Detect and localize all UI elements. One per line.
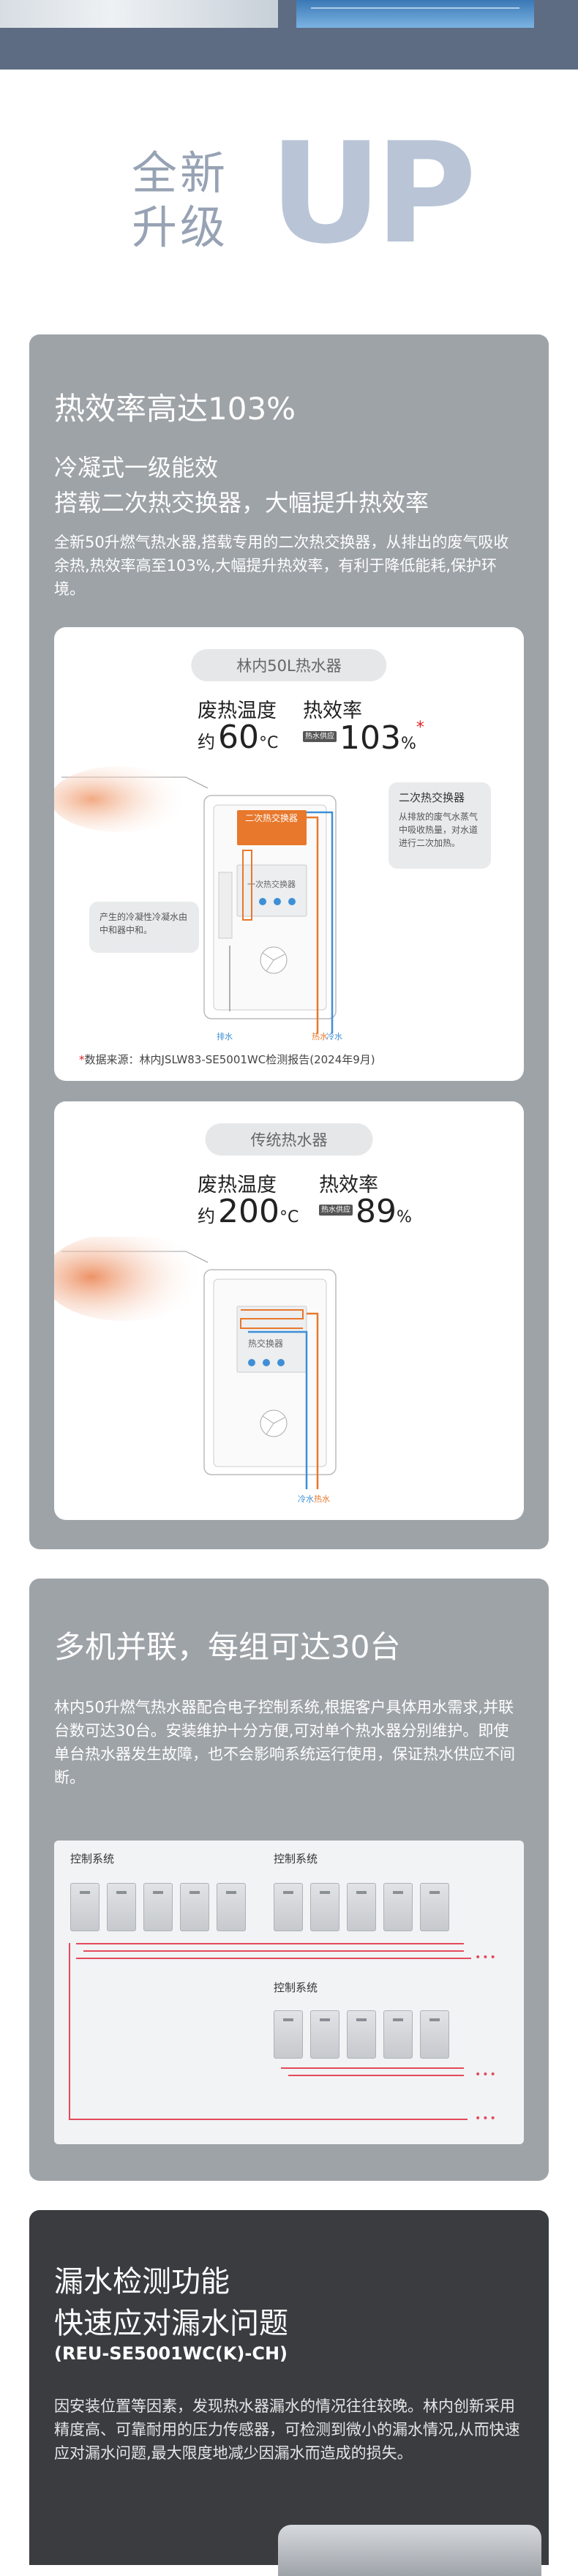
heater-unit xyxy=(310,1883,339,1931)
heater-unit xyxy=(107,1883,136,1931)
old-cold-label: 冷水 xyxy=(298,1494,314,1504)
new-drain-label: 排水 xyxy=(217,1031,233,1041)
parallel-title: 多机并联，每组可达30台 xyxy=(54,1629,401,1665)
efficiency-subtitle-2: 搭载二次热交换器，大幅提升热效率 xyxy=(54,489,429,517)
leak-title-1: 漏水检测功能 xyxy=(54,2265,230,2299)
secondary-hx-note: 二次热交换器 从排放的废气水蒸气中吸收热量，对水道进行二次加热。 xyxy=(389,782,491,869)
new-hot-label: 热水 xyxy=(312,1032,328,1041)
pipe xyxy=(288,2075,464,2076)
efficiency-subtitle-1: 冷凝式一级能效 xyxy=(54,454,219,482)
old-hx-label: 热交换器 xyxy=(248,1338,283,1349)
old-heater-diagram: 热交换器 冷水 热水 xyxy=(54,1237,337,1504)
hero-up-logo: UP xyxy=(269,113,477,274)
pipe xyxy=(83,1950,464,1952)
pool-photo xyxy=(296,0,534,28)
leak-title-2: 快速应对漏水问题 xyxy=(54,2307,288,2340)
heater-unit xyxy=(70,1883,100,1931)
neutralizer-note: 产生的冷凝性冷凝水由中和器中和。 xyxy=(89,902,199,953)
old-eff-label: 热效率 xyxy=(319,1174,378,1197)
heater-unit xyxy=(420,2010,449,2059)
pipe xyxy=(76,1943,464,1944)
parallel-body: 林内50升燃气热水器配合电子控制系统,根据客户具体用水需求,并联台数可达30台。… xyxy=(54,1699,515,1786)
heater-unit xyxy=(347,1883,376,1931)
parallel-system-diagram: 控制系统 控制系统 控制系统 ••• ••• ••• xyxy=(54,1841,524,2144)
new-waste-label: 废热温度 xyxy=(198,700,277,722)
heater-unit xyxy=(180,1883,209,1931)
heater-unit xyxy=(310,2010,339,2059)
control-system-label-1: 控制系统 xyxy=(70,1852,115,1865)
heater-unit xyxy=(274,2010,303,2059)
hero-text: 全新 升级 xyxy=(132,146,228,255)
pipe xyxy=(281,2067,464,2069)
new-footnote: *数据来源：林内JSLW83-SE5001WC检测报告(2024年9月) xyxy=(79,1053,375,1066)
more-units-dots: ••• xyxy=(475,1952,498,1963)
old-heater-pill: 传统热水器 xyxy=(205,1123,373,1156)
leak-body: 因安装位置等因素，发现热水器漏水的情况往往较晚。林内创新采用精度高、可靠耐用的压… xyxy=(54,2397,520,2462)
leak-detection-card: 漏水检测功能 快速应对漏水问题 (REU-SE5001WC(K)-CH) 因安装… xyxy=(29,2210,549,2576)
old-hot-label: 热水 xyxy=(314,1494,330,1504)
new-eff-label: 热效率 xyxy=(303,700,362,722)
secondary-hx-label: 二次热交换器 xyxy=(245,812,298,823)
pipe xyxy=(69,2119,468,2120)
hero-line-1: 全新 xyxy=(132,146,229,200)
heater-unit xyxy=(420,1883,449,1931)
pipe xyxy=(69,1943,70,2119)
heater-unit xyxy=(274,1883,303,1931)
new-cold-label: 冷水 xyxy=(326,1032,342,1041)
heater-unit xyxy=(347,2010,376,2059)
efficiency-title: 热效率高达103% xyxy=(54,391,296,427)
efficiency-body: 全新50升燃气热水器,搭载专用的二次热交换器，从排出的废气吸收余热,热效率高至1… xyxy=(54,533,509,598)
new-heater-diagram: 二次热交换器 一次热交换器 排水 热水 冷水 xyxy=(54,766,342,1041)
old-waste-value: 约200°C xyxy=(198,1193,299,1230)
old-waste-label: 废热温度 xyxy=(198,1174,277,1197)
primary-hx-label: 一次热交换器 xyxy=(247,879,296,889)
new-waste-value: 约60°C xyxy=(198,719,279,756)
hero-line-2: 升级 xyxy=(132,201,229,254)
bathroom-photo xyxy=(0,0,278,28)
pipe xyxy=(76,1958,471,1959)
control-system-label-3: 控制系统 xyxy=(274,1981,318,1994)
more-units-dots: ••• xyxy=(475,2113,498,2124)
more-units-dots: ••• xyxy=(475,2069,498,2081)
heater-unit xyxy=(143,1883,173,1931)
leak-model-code: (REU-SE5001WC(K)-CH) xyxy=(54,2343,288,2364)
control-system-label-2: 控制系统 xyxy=(274,1852,318,1865)
heater-device-image xyxy=(278,2525,541,2576)
heater-unit xyxy=(217,1883,246,1931)
hero-upgrade: UP 全新 升级 xyxy=(132,117,477,278)
heater-unit xyxy=(383,2010,413,2059)
efficiency-card: 热效率高达103% 冷凝式一级能效 搭载二次热交换器，大幅提升热效率 全新50升… xyxy=(29,334,549,1549)
new-heater-pill: 林内50L热水器 xyxy=(191,649,387,681)
top-banner xyxy=(0,0,578,70)
parallel-card: 多机并联，每组可达30台 林内50升燃气热水器配合电子控制系统,根据客户具体用水… xyxy=(29,1579,549,2181)
heater-unit xyxy=(383,1883,413,1931)
